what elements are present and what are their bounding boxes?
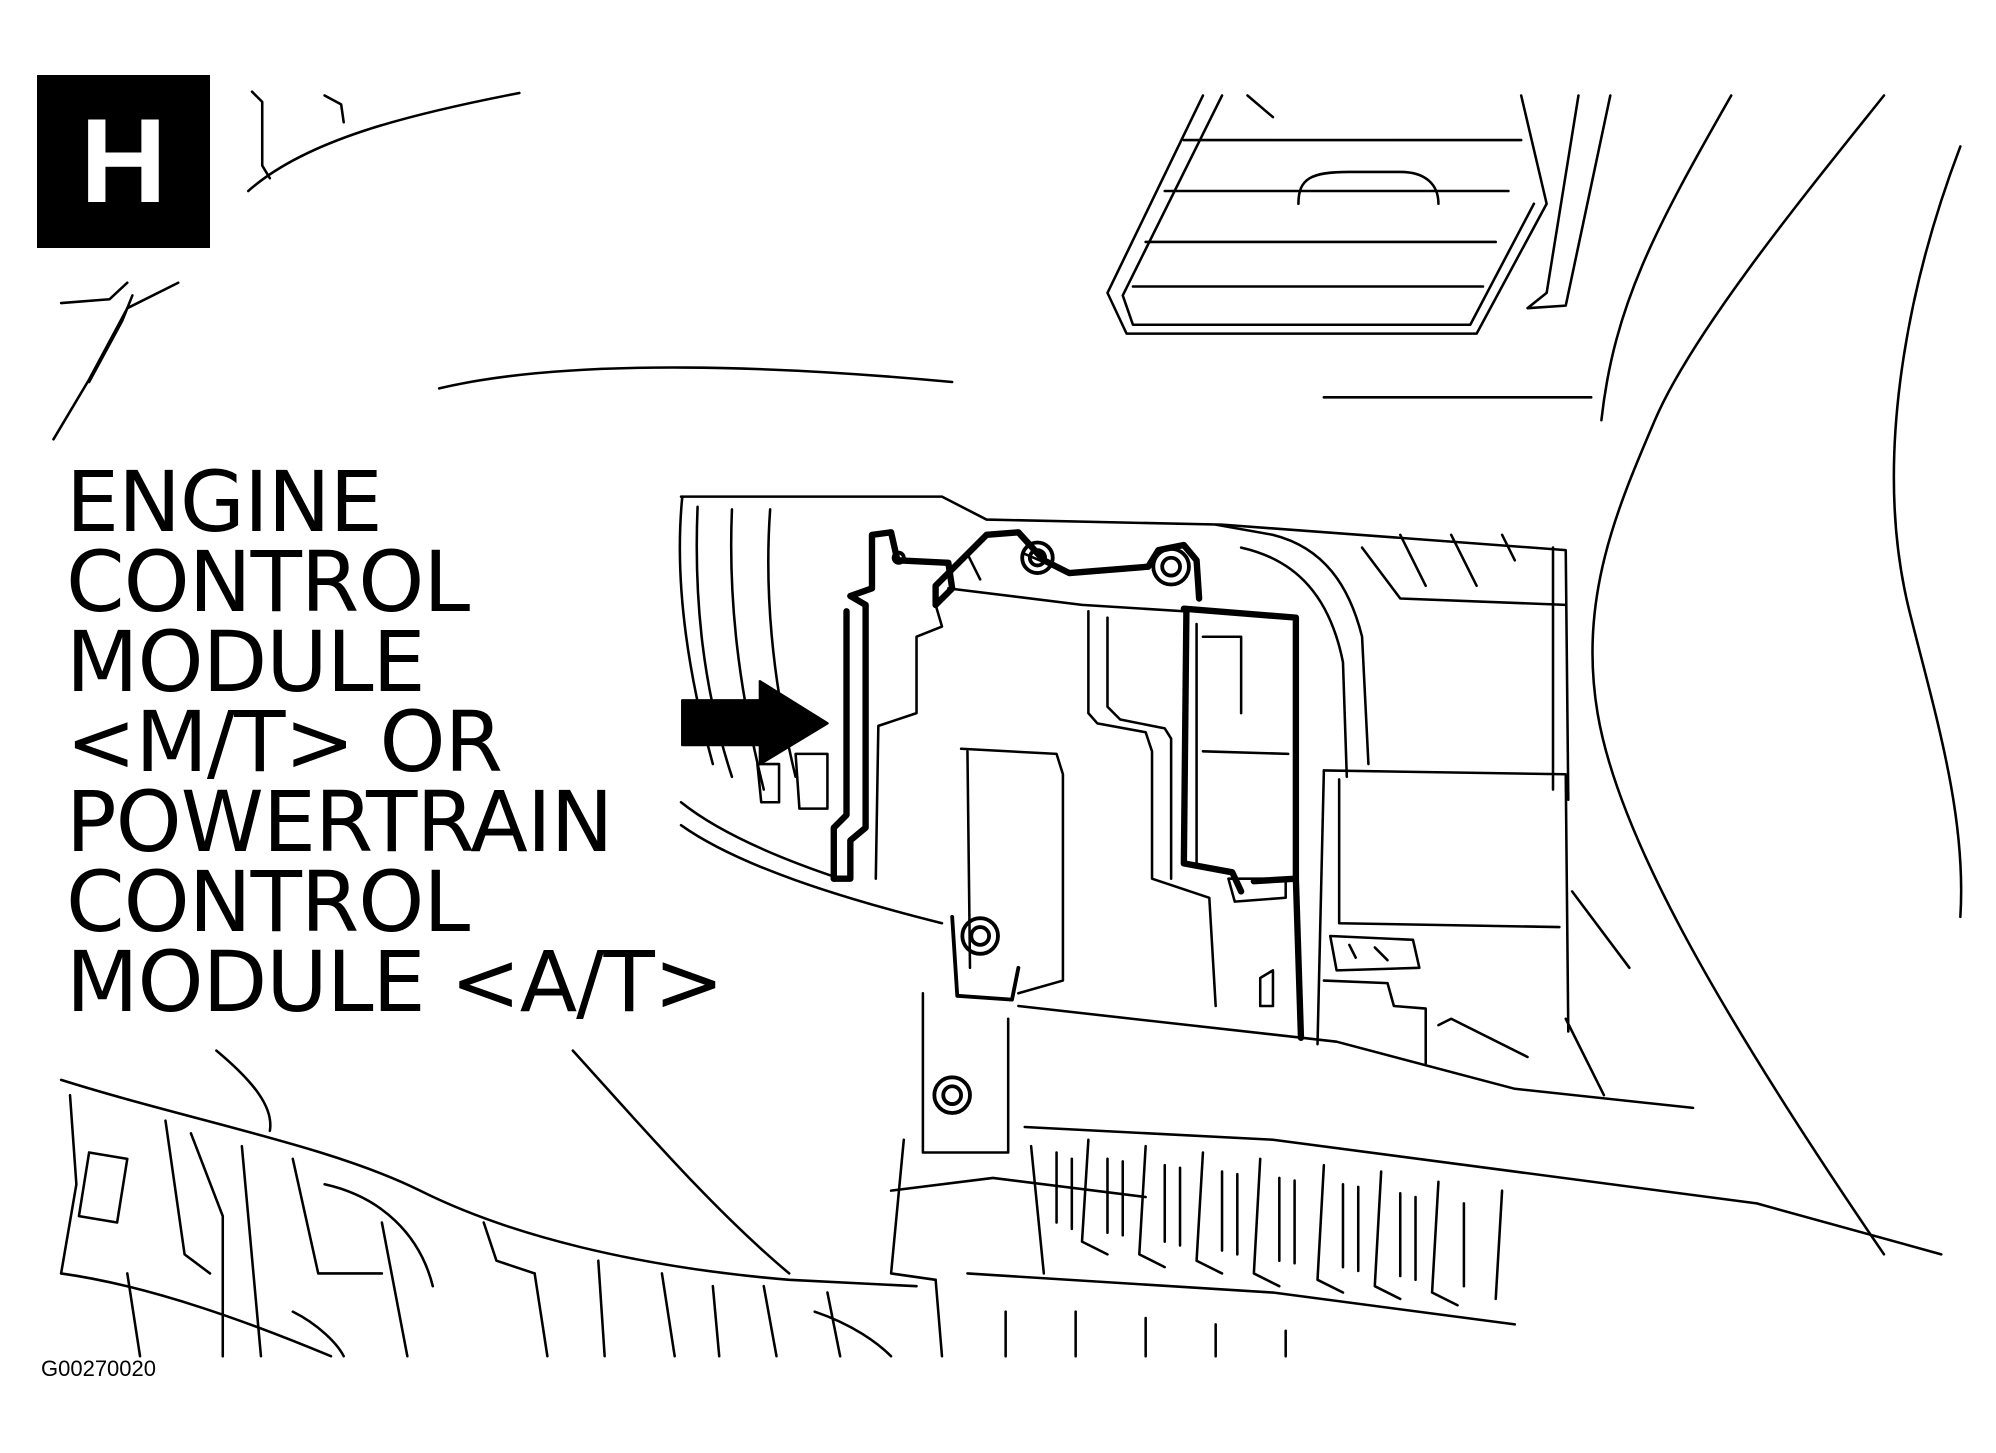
callout-line: ENGINE <box>66 453 383 551</box>
centre-stack <box>1316 769 1631 1097</box>
fuse-block <box>934 1125 1943 1358</box>
dash-contour-upper-left <box>52 90 1593 441</box>
air-vent <box>1106 94 1612 335</box>
callout-line: MODULE <A/T> <box>66 933 724 1031</box>
callout-line: CONTROL <box>66 853 470 951</box>
module-housing <box>874 552 1290 1008</box>
view-label-badge: H <box>37 75 210 248</box>
callout-line: POWERTRAIN <box>66 773 614 871</box>
lower-bracket <box>889 992 1147 1282</box>
arrow-right-icon <box>681 680 829 766</box>
lower-left-structure <box>59 1049 918 1358</box>
callout-line: CONTROL <box>66 533 470 631</box>
callout-line: MODULE <box>66 613 426 711</box>
mounting-bolts <box>891 540 1191 1115</box>
module-bracket <box>830 529 1305 1042</box>
right-pillar <box>1591 94 1963 1256</box>
callout-line: <M/T> OR <box>66 693 503 791</box>
component-callout: ENGINE CONTROL MODULE <M/T> OR POWERTRAI… <box>66 453 724 1031</box>
figure-code: G00270020 <box>41 1356 156 1381</box>
